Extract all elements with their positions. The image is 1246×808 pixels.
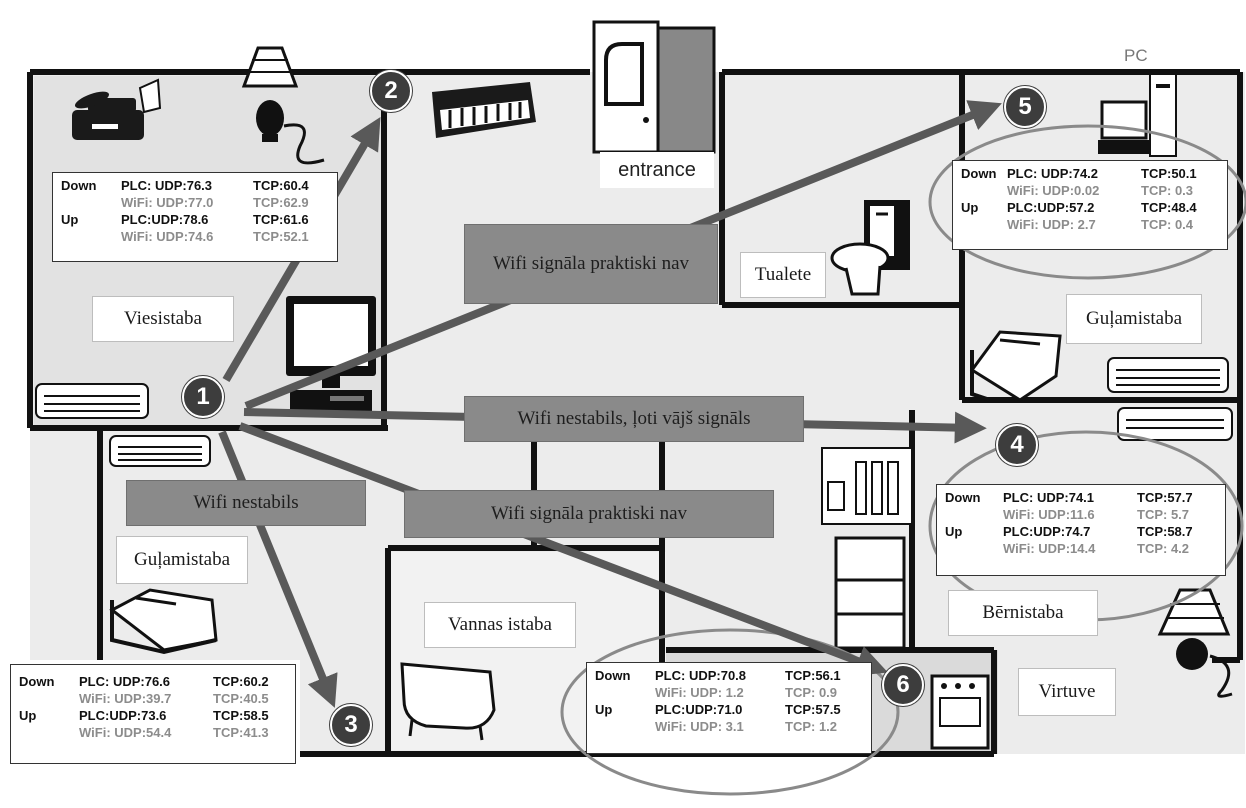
entrance-label: entrance [600, 152, 714, 188]
room-label-virtuve: Virtuve [1018, 668, 1116, 716]
highlight-ellipse-6 [560, 628, 900, 796]
banner-no-wifi-top: Wifi signāla praktiski nav [464, 224, 718, 304]
arrow-to-6 [238, 422, 888, 677]
room-label-viesistaba: Viesistaba [92, 296, 234, 342]
walls [27, 69, 1243, 757]
bed-icon [109, 588, 218, 655]
node-1: 1 [182, 376, 224, 418]
banner-no-wifi-bottom: Wifi signāla praktiski nav [404, 490, 774, 538]
fridge-icon [834, 536, 906, 650]
door-icon [592, 20, 716, 154]
stove-icon [930, 674, 990, 750]
node-3: 3 [330, 704, 372, 746]
electric-panel-icon [821, 447, 913, 525]
node-4: 4 [996, 424, 1038, 466]
highlight-ellipse-5 [928, 124, 1246, 280]
room-label-tualete: Tualete [740, 252, 826, 298]
room-label-vannas-istaba: Vannas istaba [424, 602, 576, 648]
air-conditioner-icon [1117, 407, 1233, 441]
toilet-icon [830, 200, 910, 296]
air-conditioner-icon [35, 383, 149, 419]
keyboard-icon [432, 82, 536, 138]
banner-unstable-weak: Wifi nestabils, ļoti vājš signāls [464, 396, 804, 442]
room-label-gulamistaba-left: Guļamistaba [116, 536, 248, 584]
bathtub-icon [400, 662, 496, 741]
node-2: 2 [370, 70, 412, 112]
fax-icon [72, 78, 162, 140]
pc-icon [1098, 73, 1177, 157]
node-5: 5 [1004, 86, 1046, 128]
air-conditioner-icon [109, 435, 211, 467]
room-label-bernistaba: Bērnistaba [948, 590, 1098, 636]
node-6: 6 [882, 664, 924, 706]
pc-label: PC [1124, 46, 1148, 65]
lamp-icon [241, 46, 325, 165]
banner-unstable: Wifi nestabils [126, 480, 366, 526]
monitor-icon [286, 296, 376, 412]
room-label-gulamistaba-right: Guļamistaba [1066, 294, 1202, 344]
air-conditioner-icon [1107, 357, 1229, 393]
bed-icon [969, 330, 1062, 402]
arrow-to-3 [218, 430, 338, 708]
